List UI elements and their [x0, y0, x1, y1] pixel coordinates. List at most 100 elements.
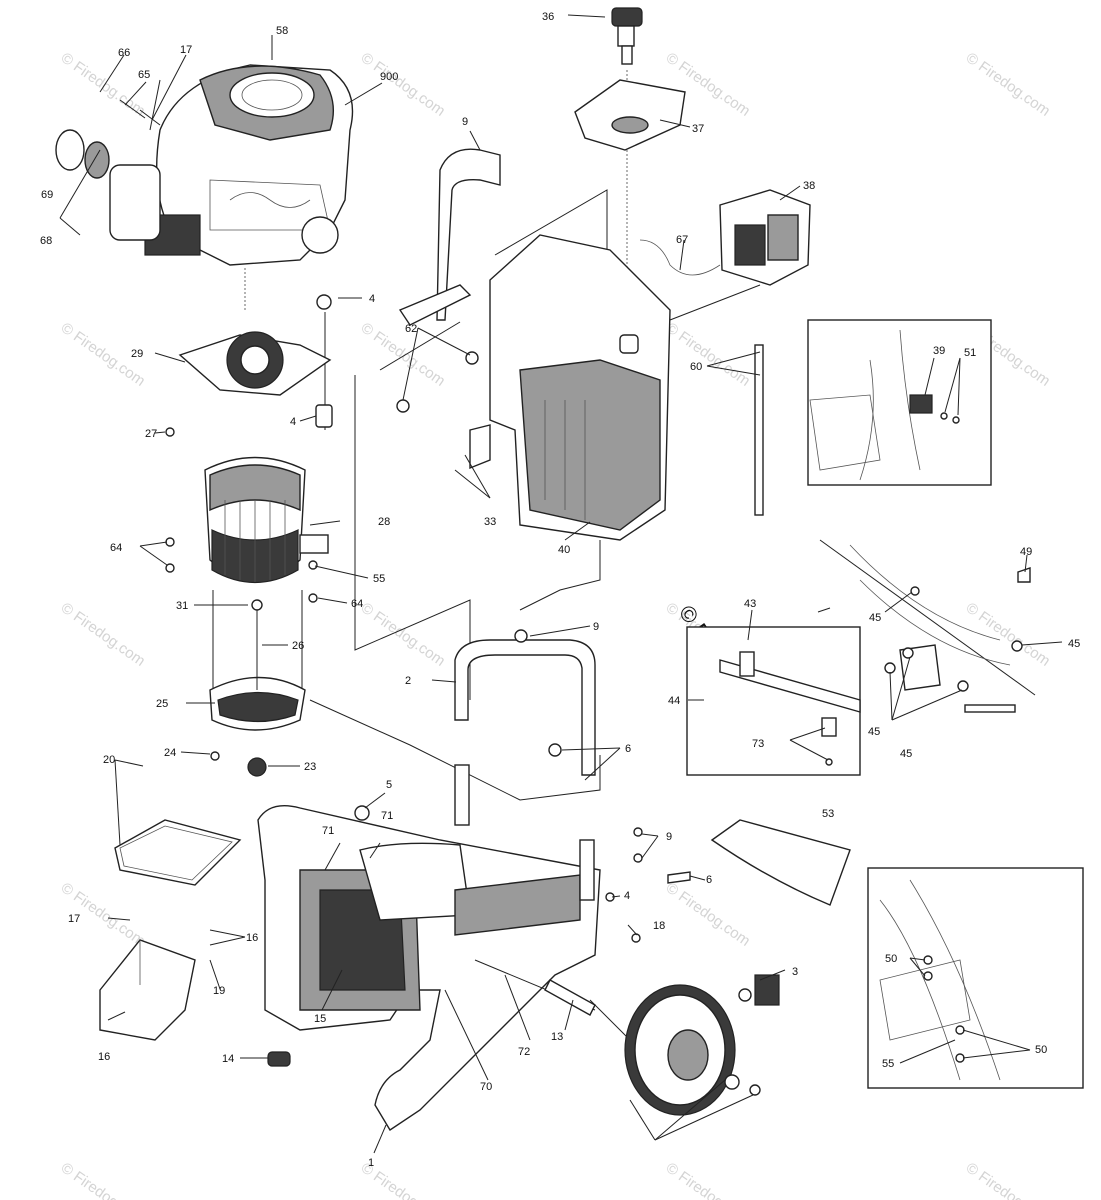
callout: 38	[803, 180, 815, 192]
callout: 64	[110, 542, 122, 554]
callout-labels: 1 2 3 4 4 4 5 6 6 9 9 9 13 14 15 16 16 1…	[40, 11, 1080, 1169]
callout: 28	[378, 516, 390, 528]
handle-bar	[396, 148, 501, 413]
callout: 9	[462, 116, 468, 128]
callout: 17	[180, 44, 192, 56]
watermark: © Firedog.com	[358, 599, 449, 669]
callout: 69	[41, 189, 53, 201]
callout: 3	[792, 966, 798, 978]
callout: 33	[484, 516, 496, 528]
watermark: © Firedog.com	[663, 319, 754, 389]
callout: 13	[551, 1031, 563, 1043]
fuel-tray	[574, 79, 686, 151]
callout: 27	[145, 428, 157, 440]
callout: 45	[1068, 638, 1080, 650]
fuel-tank	[469, 234, 671, 541]
muffler-guard	[55, 79, 161, 179]
callout: 16	[98, 1051, 110, 1063]
callout: 23	[304, 761, 316, 773]
callout: 6	[625, 743, 631, 755]
callout: 4	[290, 416, 296, 428]
callout: 73	[752, 738, 764, 750]
callout: 2	[405, 675, 411, 687]
rear-housing	[209, 599, 306, 777]
callout: 4	[624, 890, 630, 902]
callout: 6	[706, 874, 712, 886]
callout: 39	[933, 345, 945, 357]
callout: 19	[213, 985, 225, 997]
callout: 40	[558, 544, 570, 556]
engine	[109, 64, 354, 266]
callout: 36	[542, 11, 554, 23]
detail-box-39	[807, 319, 992, 486]
watermark: © Firedog.com	[963, 599, 1054, 669]
callout: 45	[869, 612, 881, 624]
watermark: © Firedog.com	[58, 49, 149, 119]
watermark: © Firedog.com	[963, 49, 1054, 119]
callout: 43	[744, 598, 756, 610]
watermark: © Firedog.com	[58, 599, 149, 669]
watermark: © Firedog.com	[663, 1159, 754, 1200]
callout: 50	[1035, 1044, 1047, 1056]
detail-box-50	[867, 867, 1084, 1089]
stator	[204, 456, 329, 584]
callout: 70	[480, 1081, 492, 1093]
callout: 45	[868, 726, 880, 738]
callout: 67	[676, 234, 688, 246]
watermark: © Firedog.com	[663, 879, 754, 949]
callout: 55	[882, 1058, 894, 1070]
detail-area-45	[819, 539, 1036, 713]
callout: 45	[900, 748, 912, 760]
callout: 55	[373, 573, 385, 585]
watermark: © Firedog.com	[963, 1159, 1054, 1200]
callout: 66	[118, 47, 130, 59]
cover-plate	[114, 819, 242, 886]
callout: 15	[314, 1013, 326, 1025]
callout: 64	[351, 598, 363, 610]
small-fasteners	[165, 294, 333, 761]
generator-bracket	[178, 331, 332, 396]
callout: 16	[246, 932, 258, 944]
callout: 14	[222, 1053, 234, 1065]
callout: 17	[68, 913, 80, 925]
callout: 49	[1020, 546, 1032, 558]
leader-lines	[59, 14, 1063, 1154]
callout: 29	[131, 348, 143, 360]
callout: 44	[668, 695, 680, 707]
callout: 68	[40, 235, 52, 247]
switch	[738, 974, 780, 1006]
callout: 5	[386, 779, 392, 791]
callout: 51	[964, 347, 976, 359]
rod	[754, 344, 764, 516]
watermark: © Firedog.com	[358, 319, 449, 389]
feet-and-small-parts	[267, 629, 691, 1067]
callout: 50	[885, 953, 897, 965]
watermark: © Firedog.com	[358, 49, 449, 119]
callout: 24	[164, 747, 176, 759]
battery	[99, 939, 196, 1041]
frame	[257, 639, 601, 1131]
callout: 60	[690, 361, 702, 373]
callout: 71	[322, 825, 334, 837]
callout: 18	[653, 920, 665, 932]
shield-plate	[710, 819, 851, 906]
callout: 4	[369, 293, 375, 305]
fuel-cap	[611, 7, 643, 65]
wheel	[624, 984, 761, 1116]
watermark: © Firedog.com	[58, 1159, 149, 1200]
detail-box-44	[686, 626, 861, 776]
callout: 1	[368, 1157, 374, 1169]
control-panel	[639, 189, 811, 286]
callout: 53	[822, 808, 834, 820]
callout: 20	[103, 754, 115, 766]
callout: 62	[405, 323, 417, 335]
callout: 25	[156, 698, 168, 710]
callout: 71	[381, 810, 393, 822]
callout: 9	[666, 831, 672, 843]
callout: 58	[276, 25, 288, 37]
callout: 900	[380, 71, 398, 83]
callout: 65	[138, 69, 150, 81]
callout: 72	[518, 1046, 530, 1058]
callout: 26	[292, 640, 304, 652]
